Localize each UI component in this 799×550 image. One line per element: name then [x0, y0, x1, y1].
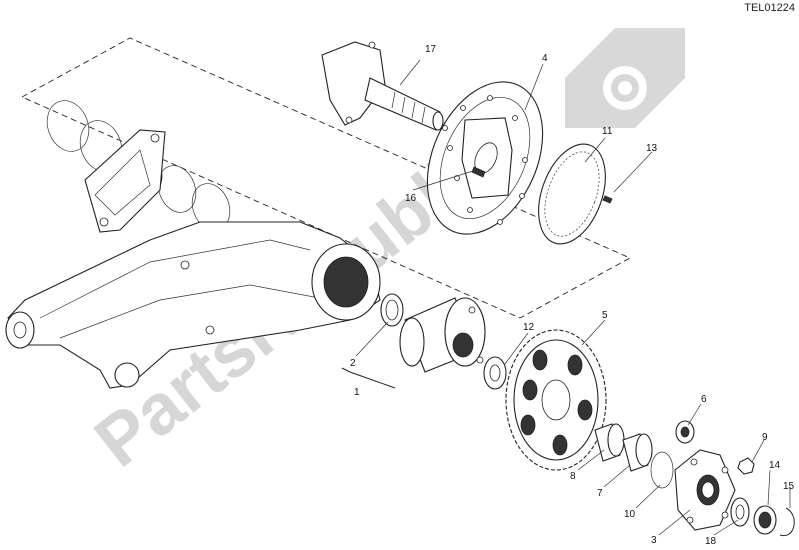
- callout-9: 9: [762, 432, 768, 443]
- brake-disc: [426, 81, 544, 235]
- hub-assembly: [380, 293, 486, 373]
- callout-15: 15: [783, 481, 795, 492]
- circlip: [650, 451, 674, 489]
- flange-nut: [737, 457, 755, 475]
- bearing-outer: [622, 433, 653, 472]
- callout-4: 4: [542, 53, 548, 64]
- leader-lines: [355, 59, 791, 536]
- callout-11: 11: [602, 126, 613, 137]
- disc-bolt: [471, 166, 486, 178]
- axle-nut: [753, 505, 777, 535]
- callout-10: 10: [624, 509, 636, 520]
- spacer-washer: [483, 356, 507, 390]
- caliper-bracket: [84, 129, 166, 233]
- callout-12: 12: [523, 322, 535, 333]
- retaining-clip: [779, 507, 795, 537]
- gear-icon: [565, 28, 685, 128]
- callout-14: 14: [769, 460, 781, 471]
- sprocket-carrier-stud: [675, 420, 695, 444]
- sprocket-flange: [674, 449, 736, 531]
- callout-17: 17: [425, 44, 437, 55]
- hub-bracket-line: [341, 367, 396, 389]
- callout-6: 6: [701, 394, 707, 405]
- callout-8: 8: [570, 471, 576, 482]
- callout-16: 16: [405, 193, 417, 204]
- callout-5: 5: [602, 310, 608, 321]
- abs-tone-ring: [538, 143, 606, 245]
- callout-labels: 1 2 3 4 5 6 7 8 9 10 11 12 13 14 15 16 1…: [350, 44, 795, 547]
- callout-7: 7: [597, 488, 603, 499]
- bearing-inner: [594, 423, 625, 462]
- callout-13: 13: [646, 143, 658, 154]
- tone-ring-screw: [602, 195, 613, 204]
- axle-washer: [730, 497, 750, 527]
- callout-18: 18: [705, 536, 717, 547]
- callout-3: 3: [651, 535, 657, 546]
- reference-code: TEL01224: [744, 2, 795, 14]
- upper-group-outline: [20, 37, 632, 319]
- callout-2: 2: [350, 358, 356, 369]
- swingarm: [5, 221, 381, 389]
- rear-sprocket: [505, 329, 607, 471]
- rear-axle: [321, 41, 444, 131]
- callout-1: 1: [354, 387, 360, 398]
